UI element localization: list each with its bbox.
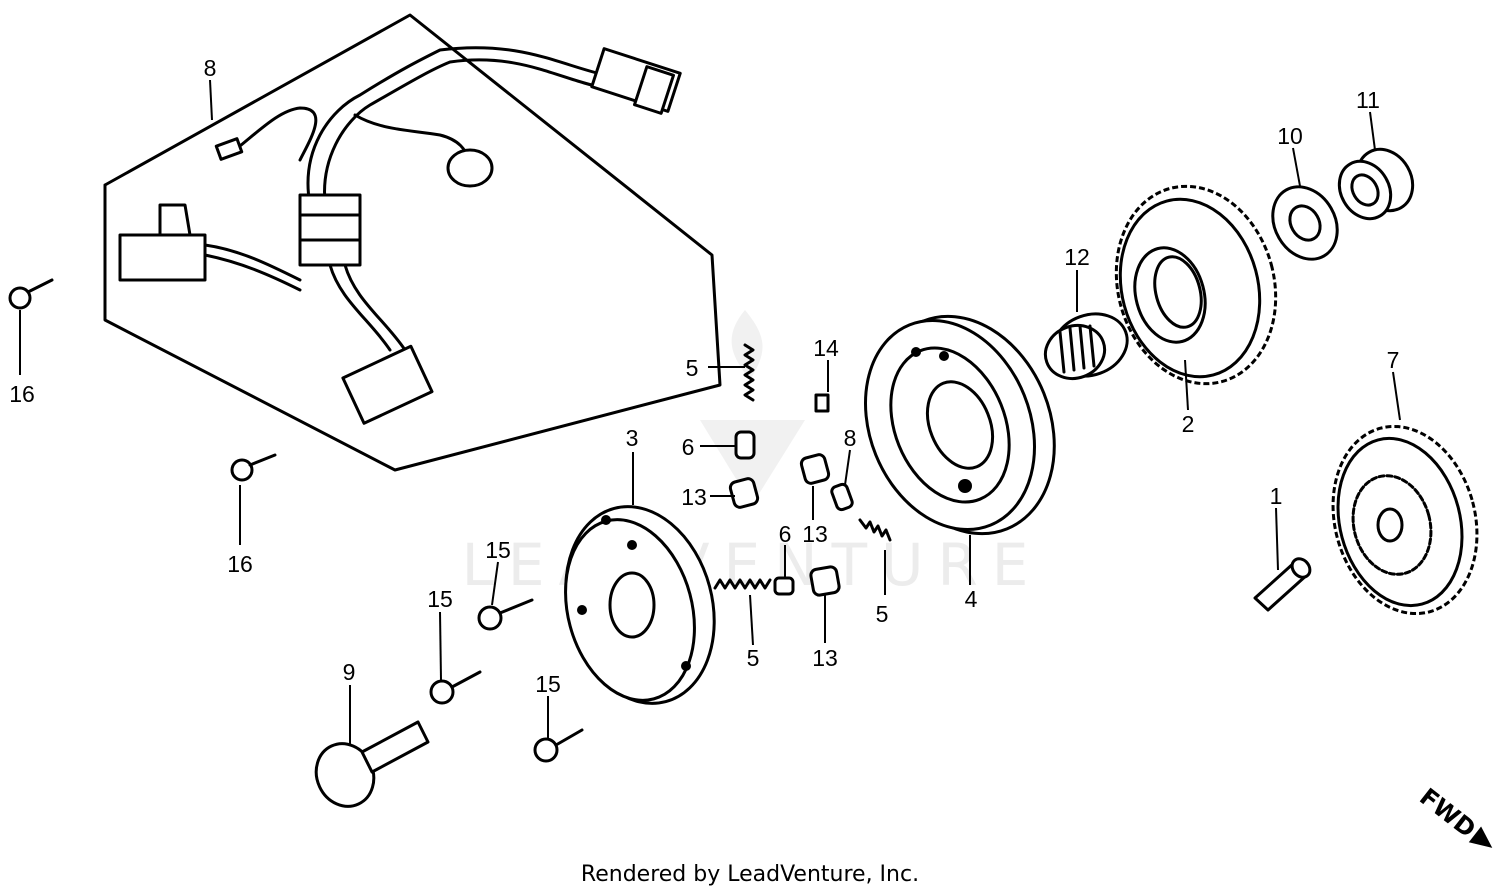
leader-lines bbox=[19, 79, 1401, 745]
washer-part-10 bbox=[1271, 185, 1339, 261]
spring-part-5-top bbox=[743, 343, 755, 402]
callout-6-top: 6 bbox=[682, 434, 695, 460]
plunger-part-6-top bbox=[734, 430, 756, 460]
callout-3: 3 bbox=[626, 425, 639, 451]
callout-9: 9 bbox=[343, 659, 356, 685]
callout-2: 2 bbox=[1182, 411, 1195, 437]
bolt-part-15-a bbox=[477, 598, 534, 631]
callout-1: 1 bbox=[1270, 483, 1283, 509]
callout-5-right: 5 bbox=[876, 601, 889, 627]
callout-13-top: 13 bbox=[681, 484, 707, 510]
idle-gear-part-7 bbox=[1331, 424, 1479, 616]
callout-11: 11 bbox=[1356, 87, 1380, 113]
arrow-icon bbox=[1468, 826, 1493, 848]
callout-15-c: 15 bbox=[535, 671, 561, 697]
flange-bolt-part-9 bbox=[314, 720, 430, 808]
driven-gear-part-2 bbox=[1114, 184, 1278, 386]
callout-8-harness: 8 bbox=[204, 55, 217, 81]
bolt-part-15-b bbox=[429, 670, 482, 705]
callout-15-b: 15 bbox=[427, 586, 453, 612]
roller-part-13-lower bbox=[809, 565, 841, 597]
callout-15-a: 15 bbox=[485, 537, 511, 563]
roller-part-13-mid bbox=[799, 453, 831, 485]
bolt-part-16-left bbox=[8, 278, 54, 310]
callout-13-lower: 13 bbox=[812, 645, 838, 671]
needle-bearing-part-12 bbox=[1043, 312, 1129, 380]
callout-5-lower: 5 bbox=[747, 645, 760, 671]
spring-part-5-right bbox=[858, 518, 892, 542]
shaft-part-1 bbox=[1253, 557, 1312, 612]
callout-4: 4 bbox=[965, 586, 978, 612]
plunger-part-6-lower bbox=[773, 576, 795, 596]
callout-5-top: 5 bbox=[686, 355, 699, 381]
footer-credit: Rendered by LeadVenture, Inc. bbox=[580, 862, 920, 887]
callout-14: 14 bbox=[813, 335, 839, 361]
bolt-part-16-lower bbox=[230, 453, 277, 482]
wire-harness-part-8 bbox=[103, 13, 722, 472]
callout-6-lower: 6 bbox=[779, 521, 792, 547]
spring-part-5-lower bbox=[713, 578, 772, 590]
callout-10: 10 bbox=[1277, 123, 1303, 149]
callout-13-mid: 13 bbox=[802, 521, 828, 547]
plunger-part-6-mid bbox=[830, 482, 854, 512]
fwd-label: FWD bbox=[1414, 783, 1481, 844]
bushing-part-11 bbox=[1337, 147, 1415, 221]
bolt-part-15-c bbox=[533, 728, 584, 763]
callout-16-left: 16 bbox=[9, 381, 35, 407]
callout-labels: 8 16 16 5 14 3 6 8 13 13 6 5 4 12 2 10 1… bbox=[9, 55, 1399, 697]
roller-part-13-top bbox=[728, 477, 760, 509]
clutch-outer-part-4 bbox=[864, 314, 1056, 536]
watermark-text: LEADVENTURE bbox=[462, 531, 1043, 599]
callout-8-mid: 8 bbox=[844, 425, 857, 451]
pin-part-14 bbox=[814, 393, 830, 413]
forward-direction-arrow: FWD bbox=[1414, 783, 1493, 848]
clutch-plate-part-3 bbox=[564, 505, 716, 705]
callout-7: 7 bbox=[1387, 347, 1400, 373]
callout-16-lower: 16 bbox=[227, 551, 253, 577]
callout-12: 12 bbox=[1064, 244, 1090, 270]
